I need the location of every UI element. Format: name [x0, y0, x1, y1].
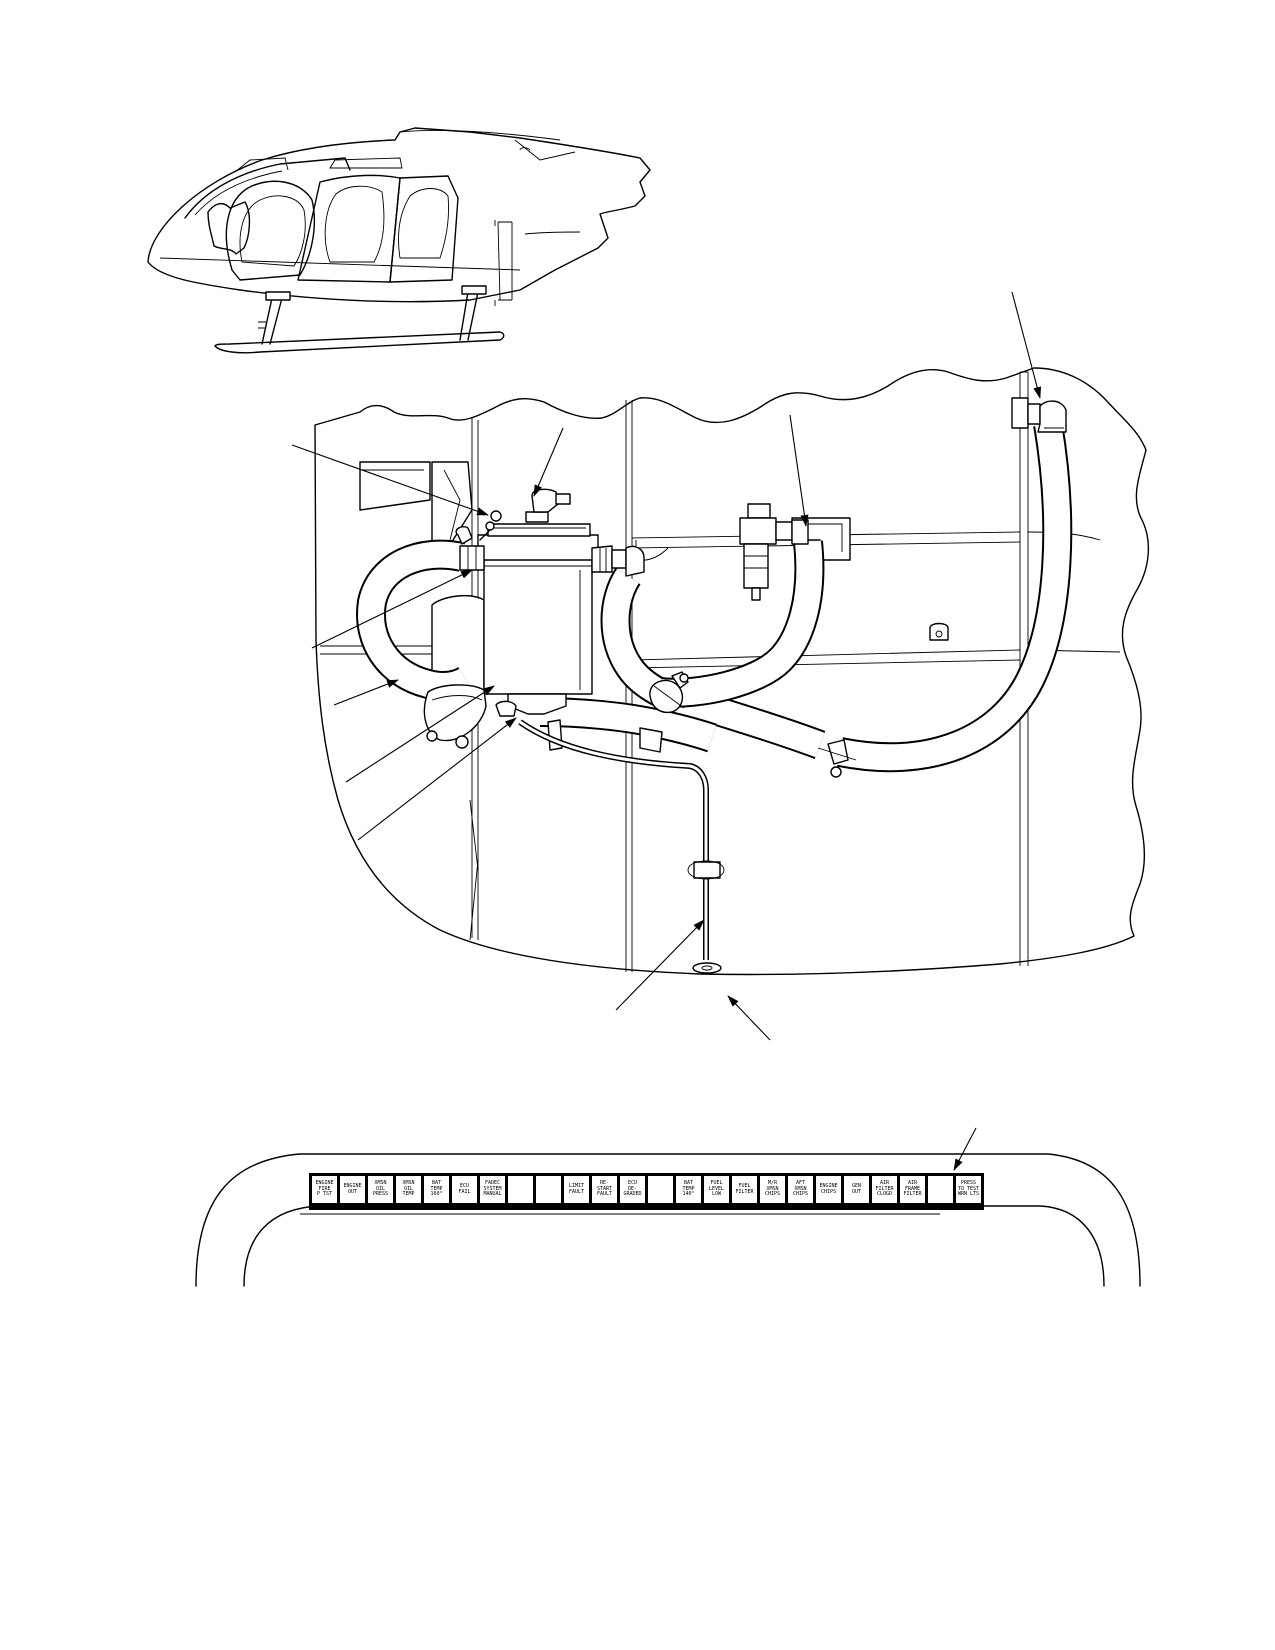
- caution-segment-aft-xmsn-chips: AFT XMSN CHIPS: [787, 1175, 814, 1204]
- caution-segment-blank-3: [647, 1175, 674, 1204]
- fuel-hose-right: [837, 421, 1073, 773]
- caution-segment-engine-chips: ENGINE CHIPS: [815, 1175, 842, 1204]
- caution-segment-air-filter-clogd: AIR FILTER CLOGD: [871, 1175, 898, 1204]
- caution-segment-ecu-fail: ECU FAIL: [451, 1175, 478, 1204]
- fuel-drain-tube: [518, 719, 725, 974]
- elbow-fitting-upper-right: [1011, 397, 1067, 433]
- press-to-test-warning-lights-button[interactable]: PRESS TO TEST WRN LTS: [955, 1175, 982, 1204]
- fuel-hose-vertical: [658, 540, 825, 708]
- fuel-filter-assembly: [423, 488, 645, 749]
- caution-segment-restart-fault: RE- START FAULT: [591, 1175, 618, 1204]
- caution-segment-blank-2: [535, 1175, 562, 1204]
- caution-segment-ecu-degraded: ECU DE- GRADED: [619, 1175, 646, 1204]
- fuel-check-valve: [739, 503, 809, 601]
- caution-segment-engine-out: ENGINE OUT: [339, 1175, 366, 1204]
- hose-clamp-right: [817, 739, 857, 778]
- caution-segment-gen-out: GEN OUT: [843, 1175, 870, 1204]
- caution-segment-blank-1: [507, 1175, 534, 1204]
- caution-warning-panel: ENGINE FIRE P TST ENGINE OUT XMSN OIL PR…: [309, 1173, 984, 1210]
- main-detail-view: [291, 291, 1150, 1041]
- callout-leader-lines: [291, 291, 1042, 1041]
- fuel-hose-lower: [539, 697, 717, 753]
- caution-segment-limit-fault: LIMIT FAULT: [563, 1175, 590, 1204]
- caution-segment-engine-fire-p-tst[interactable]: ENGINE FIRE P TST: [311, 1175, 338, 1204]
- caution-segment-fadec-system-manual: FADEC SYSTEM MANUAL: [479, 1175, 506, 1204]
- caution-segment-fuel-level-low: FUEL LEVEL LOW: [703, 1175, 730, 1204]
- helicopter-locator-view: [147, 127, 651, 354]
- caution-segment-xmsn-oil-press: XMSN OIL PRESS: [367, 1175, 394, 1204]
- landing-skid: [214, 285, 505, 354]
- caution-segment-blank-4: [927, 1175, 954, 1204]
- caution-segment-xmsn-oil-temp: XMSN OIL TEMP: [395, 1175, 422, 1204]
- caution-segment-air-frame-filter: AIR FRAME FILTER: [899, 1175, 926, 1204]
- caution-segment-fuel-filter: FUEL FILTER: [731, 1175, 758, 1204]
- caution-segment-mr-xmsn-chips: M/R XMSN CHIPS: [759, 1175, 786, 1204]
- fuselage-section-outline: [314, 367, 1150, 976]
- helicopter-fuselage: [147, 127, 651, 354]
- caution-segment-bat-temp-160: BAT TEMP 160°: [423, 1175, 450, 1204]
- instrument-panel-outline: [195, 1153, 1141, 1287]
- hose-clamp-center: [649, 671, 689, 714]
- caution-segment-bat-temp-140: BAT TEMP 140°: [675, 1175, 702, 1204]
